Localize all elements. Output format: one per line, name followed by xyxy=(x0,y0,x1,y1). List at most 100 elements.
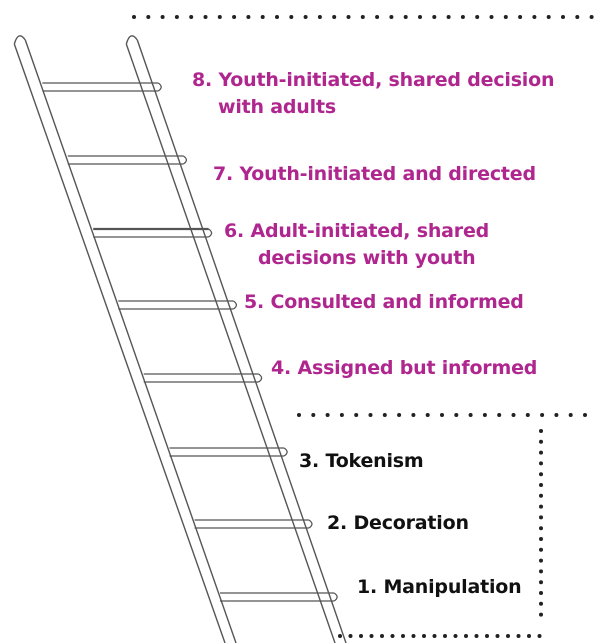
top-border-dot xyxy=(346,15,351,19)
box-bottom-dot xyxy=(411,634,416,638)
rung-label-1: 1. Manipulation xyxy=(357,574,522,601)
box-bottom-dot xyxy=(348,634,353,638)
box-top-dot xyxy=(311,413,316,417)
box-top-dot xyxy=(454,413,459,417)
ladder-right-rail-outer-edge xyxy=(125,43,336,643)
ladder-rails xyxy=(13,35,347,643)
ladder-rung-end-cap xyxy=(233,300,238,310)
top-border-dot xyxy=(160,15,165,19)
box-bottom-dot xyxy=(401,634,405,638)
rung-label-1-line-1: 1. Manipulation xyxy=(357,576,522,598)
top-border-dot xyxy=(432,15,437,19)
ladder-rung-end-cap xyxy=(308,519,313,529)
nonparticipation-dotted-box xyxy=(297,413,587,638)
rung-label-3-line-1: 3. Tokenism xyxy=(299,450,424,472)
box-right-dot xyxy=(539,504,543,509)
top-border-dot xyxy=(446,15,451,19)
box-top-dot xyxy=(568,413,573,417)
box-top-dot xyxy=(382,413,387,417)
top-border-dot xyxy=(217,15,222,19)
top-border-dot xyxy=(561,15,565,19)
rung-label-8-line-2: with adults xyxy=(218,96,336,118)
box-bottom-dot xyxy=(432,634,437,638)
ladder-rung-end-cap xyxy=(157,82,162,92)
box-bottom-dot xyxy=(464,634,468,638)
top-border-dot xyxy=(460,15,465,19)
top-border-dot xyxy=(532,15,537,19)
box-top-dot xyxy=(354,413,359,417)
box-top-dot xyxy=(339,413,344,417)
box-top-dot xyxy=(525,413,530,417)
box-right-dot xyxy=(539,601,543,606)
top-border-dot xyxy=(375,15,380,19)
box-bottom-dot xyxy=(537,634,542,638)
box-bottom-dot xyxy=(474,634,479,638)
top-border-dot xyxy=(146,15,151,19)
box-top-dot xyxy=(368,413,373,417)
box-top-dot xyxy=(397,413,402,417)
top-border-dot xyxy=(389,15,394,19)
ladder-rung xyxy=(42,82,162,92)
rung-label-5-line-1: 5. Consulted and informed xyxy=(244,291,524,313)
rung-label-7: 7. Youth-initiated and directed xyxy=(213,161,536,188)
rung-label-2: 2. Decoration xyxy=(327,510,469,537)
top-border-dot xyxy=(275,15,279,19)
box-right-dot xyxy=(539,612,543,617)
ladder-right-rail-cap xyxy=(125,35,138,45)
box-right-dot xyxy=(539,515,543,520)
ladder-rung xyxy=(194,519,313,529)
box-top-dot xyxy=(583,413,587,417)
box-right-dot xyxy=(539,483,543,487)
box-right-dot xyxy=(539,493,543,498)
box-right-dot xyxy=(539,472,543,477)
box-bottom-dot xyxy=(390,634,395,638)
ladder-rungs xyxy=(42,82,338,602)
ladder-rung-end-cap xyxy=(283,447,288,457)
top-border-dot xyxy=(174,15,179,19)
box-bottom-dot xyxy=(380,634,384,638)
top-border-dot xyxy=(317,15,322,19)
box-right-dot xyxy=(539,569,543,574)
box-right-dot xyxy=(539,429,543,433)
box-top-dot xyxy=(425,413,430,417)
box-top-dot xyxy=(554,413,559,417)
box-right-dot xyxy=(539,439,543,444)
box-top-dot xyxy=(325,413,330,417)
rung-label-3: 3. Tokenism xyxy=(299,448,424,475)
box-bottom-dot xyxy=(443,634,447,638)
top-border-dot xyxy=(232,15,237,19)
top-border-dot xyxy=(189,15,194,19)
ladder-left-rail-outer-edge xyxy=(13,43,226,643)
box-right-dot xyxy=(539,537,543,541)
ladder-rung-end-cap xyxy=(183,155,188,165)
box-right-dot xyxy=(539,558,543,563)
box-bottom-dot xyxy=(369,634,374,638)
box-bottom-dot xyxy=(453,634,458,638)
top-border-dot xyxy=(475,15,480,19)
ladder-rung xyxy=(169,447,288,457)
top-border-dot xyxy=(260,15,265,19)
top-border-dot xyxy=(418,15,422,19)
rung-label-8: 8. Youth-initiated, shared decision with… xyxy=(192,67,555,121)
box-top-dot xyxy=(497,413,502,417)
ladder-rung xyxy=(118,300,238,310)
box-top-dot xyxy=(540,413,545,417)
box-bottom-dot xyxy=(527,634,531,638)
ladder-rung xyxy=(93,227,213,238)
top-border-dot xyxy=(575,15,580,19)
top-border-dot xyxy=(503,15,508,19)
rung-label-5: 5. Consulted and informed xyxy=(244,289,524,316)
top-border-dot xyxy=(246,15,251,19)
top-dotted-border xyxy=(132,15,594,19)
box-right-dot xyxy=(539,580,543,585)
box-top-dot xyxy=(297,413,301,417)
rung-label-6-line-2: decisions with youth xyxy=(258,247,476,269)
rung-label-8-line-1: 8. Youth-initiated, shared decision xyxy=(192,69,555,91)
top-border-dot xyxy=(489,15,494,19)
top-border-dot xyxy=(360,15,365,19)
ladder-rung xyxy=(143,373,263,383)
ladder-left-rail-cap xyxy=(13,35,26,45)
ladder-left-rail xyxy=(13,35,237,643)
box-bottom-dot xyxy=(485,634,489,638)
ladder-rung xyxy=(67,155,188,165)
